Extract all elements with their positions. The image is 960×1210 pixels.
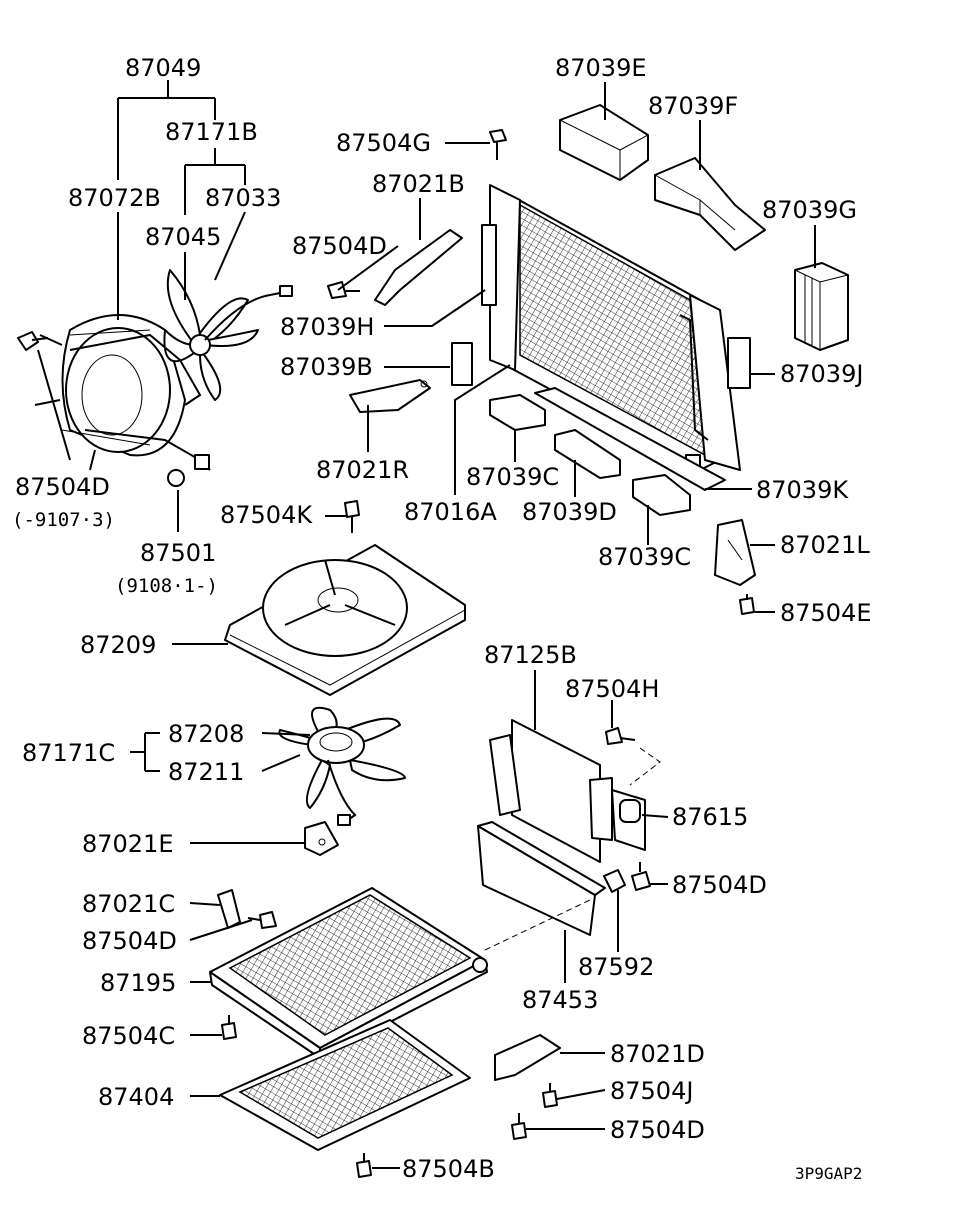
seal-87453	[477, 821, 606, 936]
label-87592: 87592	[578, 953, 654, 981]
label-87039C-b: 87039C	[598, 543, 691, 571]
label-87021D: 87021D	[610, 1040, 705, 1068]
bracket-87021L	[714, 519, 756, 586]
label-87208: 87208	[168, 720, 244, 748]
label-87045: 87045	[145, 223, 221, 251]
label-87504D-mid: 87504D	[672, 871, 767, 899]
label-87039D: 87039D	[522, 498, 617, 526]
label-87039K: 87039K	[756, 476, 849, 504]
label-87504G: 87504G	[336, 129, 431, 157]
label-87171C: 87171C	[22, 739, 115, 767]
bolt-87504D-mid	[631, 862, 651, 891]
label-87504D-left: 87504D	[15, 473, 110, 501]
label-87504D-top: 87504D	[292, 232, 387, 260]
label-87021C: 87021C	[82, 890, 175, 918]
bolt-87504D-left	[17, 331, 49, 351]
fan-blade-87033	[163, 269, 293, 401]
collar-87615	[619, 799, 641, 823]
label-87504D-bottom: 87504D	[610, 1116, 705, 1144]
seal-87039F	[654, 157, 766, 251]
bracket-87021B	[374, 229, 463, 306]
bolt-87504J	[542, 1083, 558, 1108]
bolt-87504C	[221, 1015, 237, 1040]
label-87615: 87615	[672, 803, 748, 831]
label-87021R: 87021R	[316, 456, 409, 484]
bolt-87504K	[344, 500, 360, 533]
label-87504E: 87504E	[780, 599, 872, 627]
label-87016A: 87016A	[404, 498, 497, 526]
label-87039F: 87039F	[648, 92, 738, 120]
fan-shroud-87209	[224, 544, 466, 696]
seal-87039C-b	[632, 474, 691, 516]
label-87039E: 87039E	[555, 54, 647, 82]
label-87504B: 87504B	[402, 1155, 495, 1183]
seal-87039K	[534, 387, 726, 491]
label-87125B: 87125B	[484, 641, 577, 669]
label-87033: 87033	[205, 184, 281, 212]
fan-bracket-87049	[69, 333, 211, 471]
part-labels: 87049 87171B 87072B 87033 87045 87504G 8…	[12, 54, 872, 1183]
label-87039G: 87039G	[762, 196, 857, 224]
drawing-code: 3P9GAP2	[795, 1164, 862, 1183]
label-87072B: 87072B	[68, 184, 161, 212]
radiator-87016A	[489, 184, 751, 471]
label-87501-note: (9108·1-)	[115, 575, 218, 597]
label-87039H: 87039H	[280, 313, 374, 341]
seal-87039B	[451, 342, 473, 386]
label-87504K: 87504K	[220, 501, 313, 529]
bracket-87592	[603, 869, 626, 893]
bracket-87021D	[494, 1034, 561, 1081]
seal-87039E	[559, 104, 649, 181]
condenser-87195	[209, 887, 488, 1059]
label-87504J: 87504J	[610, 1077, 693, 1105]
label-87021E: 87021E	[82, 830, 174, 858]
label-87209: 87209	[80, 631, 156, 659]
label-87021B: 87021B	[372, 170, 465, 198]
bolt-87504D-low	[247, 911, 277, 929]
seal-87039C-a	[489, 394, 546, 431]
label-87504C: 87504C	[82, 1022, 175, 1050]
label-87504H: 87504H	[565, 675, 659, 703]
bracket-87021R	[349, 379, 431, 413]
bolt-87504B	[356, 1153, 372, 1178]
bolt-87504G	[489, 129, 507, 160]
label-87211: 87211	[168, 758, 244, 786]
leader-lines	[37, 80, 816, 1169]
bracket-87021E	[304, 821, 339, 856]
nut-87501	[167, 469, 185, 487]
bolt-87504D-top	[327, 281, 360, 299]
label-87501: 87501	[140, 539, 216, 567]
label-87171B: 87171B	[165, 118, 258, 146]
label-87504D-left-note: (-9107·3)	[12, 509, 115, 531]
fan-motor-87171C	[278, 706, 406, 826]
label-87404: 87404	[98, 1083, 174, 1111]
guard-87404	[219, 1019, 471, 1151]
label-87039C-a: 87039C	[466, 463, 559, 491]
fan-shroud-87072B	[34, 314, 186, 471]
label-87039B: 87039B	[280, 353, 373, 381]
label-87049: 87049	[125, 54, 201, 82]
label-87021L: 87021L	[780, 531, 870, 559]
bolt-87504D-bottom	[511, 1113, 527, 1140]
label-87453: 87453	[522, 986, 598, 1014]
label-87504D-low: 87504D	[82, 927, 177, 955]
label-87195: 87195	[100, 969, 176, 997]
bracket-87021C	[217, 889, 241, 929]
label-87039J: 87039J	[780, 360, 863, 388]
seal-87039H	[481, 224, 497, 306]
bolt-87504H	[605, 727, 661, 786]
seal-87039D	[554, 429, 621, 479]
seal-87039G	[794, 262, 849, 351]
bolt-87504E	[739, 594, 755, 615]
